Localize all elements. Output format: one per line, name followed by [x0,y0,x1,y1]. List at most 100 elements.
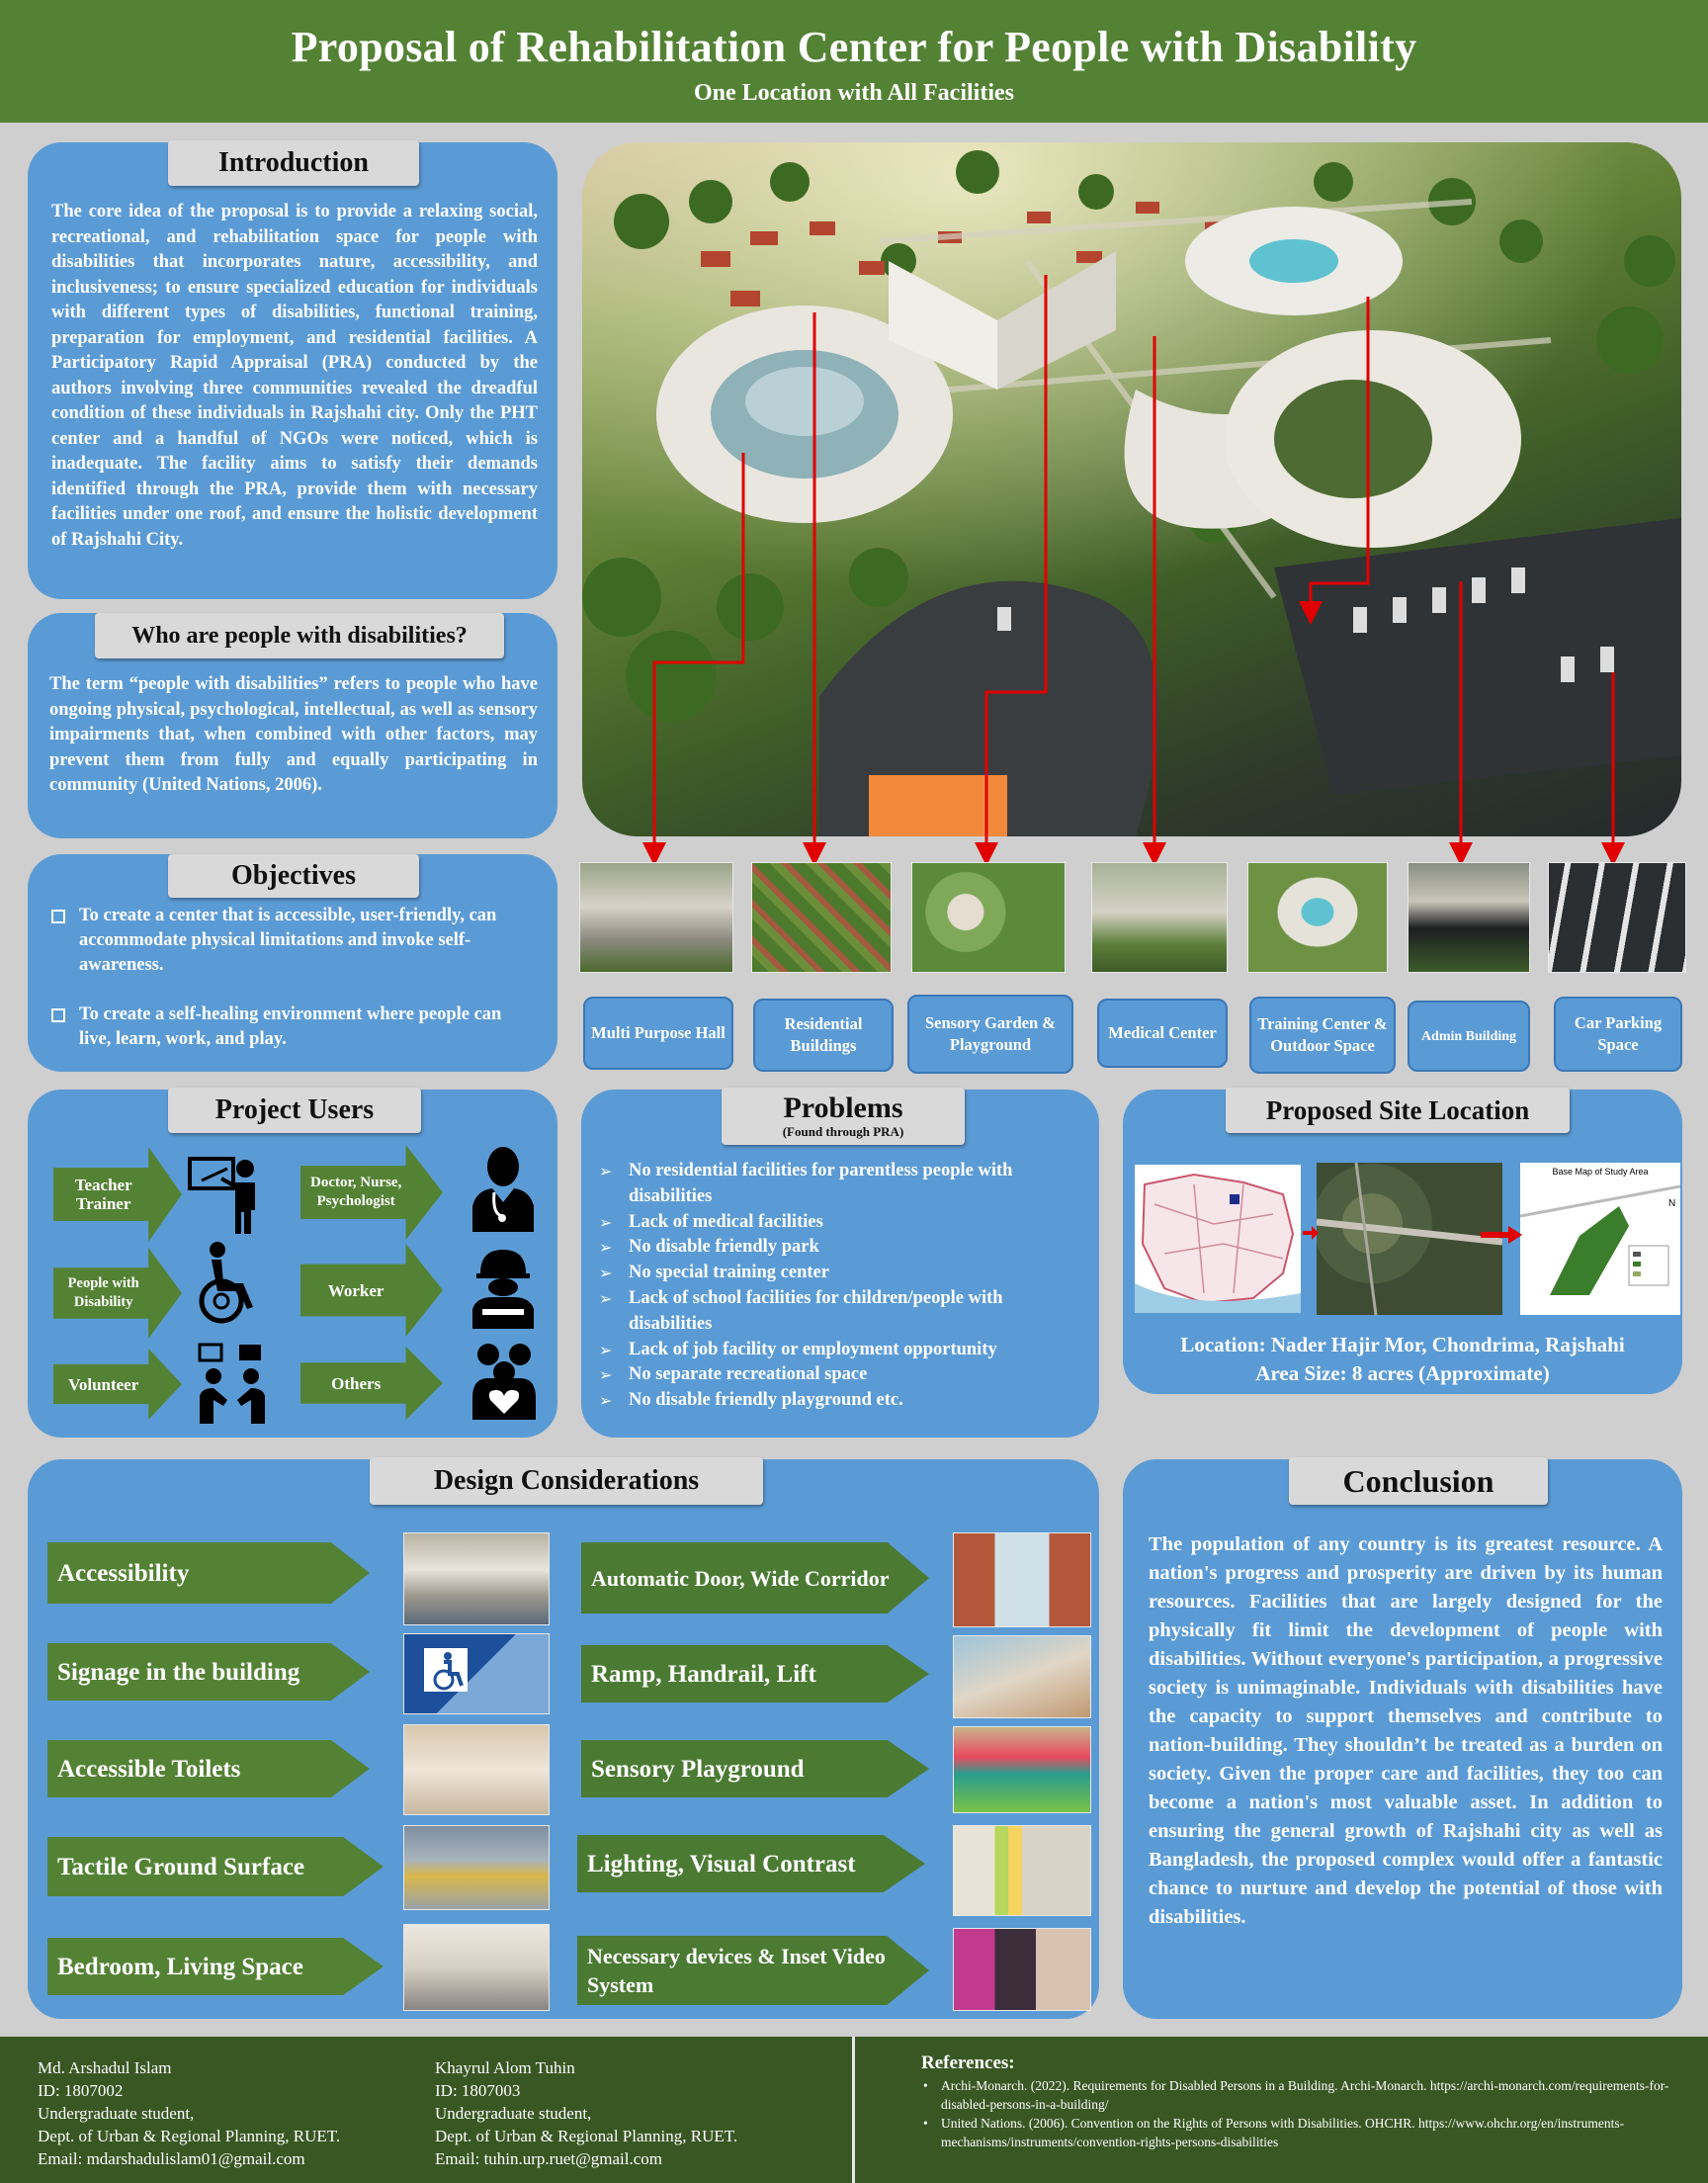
north-arrow-icon: N [1668,1198,1675,1209]
references: References: Archi-Monarch. (2022). Requi… [921,2052,1692,2151]
who-title: Who are people with disabilities? [95,613,504,658]
facility-label-residential: Residential Buildings [753,999,894,1072]
red-arrow-icon [1481,1226,1522,1244]
design-item-lighting: Lighting, Visual Contrast [577,1835,925,1892]
design-photo-bedroom [403,1924,550,2011]
wheelchair-icon [199,1242,253,1324]
community-icon [472,1344,536,1420]
problem-item: ➢No residential facilities for parentles… [599,1161,1013,1206]
red-arrow-icon [1303,1226,1319,1240]
problem-item: ➢Lack of medical facilities [599,1210,1077,1236]
author-2: Khayrul Alom Tuhin ID: 1807003 Undergrad… [435,2056,737,2170]
site-location-text: Location: Nader Hajir Mor, Chondrima, Ra… [1180,1333,1625,1356]
callout-sensory-garden [975,275,1048,866]
doctor-icon [472,1147,534,1232]
problems-title: Problems [783,1092,903,1124]
poster-subtitle: One Location with All Facilities [694,80,1014,106]
facility-photo-training [1247,862,1388,973]
conclusion-panel [1123,1459,1682,2019]
objective-item: To create a center that is accessible, u… [49,904,538,978]
arrow-bullet-icon: ➢ [599,1212,613,1232]
design-photo-signage [403,1633,550,1714]
author-role: Undergraduate student, [435,2104,592,2123]
arrow-bullet-icon: ➢ [599,1288,613,1308]
who-text: The term “people with disabilities” refe… [49,674,538,795]
problems-title-box: Problems (Found through PRA) [722,1088,965,1145]
references-title: References: [921,2052,1015,2073]
author-name: Md. Arshadul Islam [38,2058,172,2077]
poster-header: Proposal of Rehabilitation Center for Pe… [0,0,1708,123]
design-item-devices: Necessary devices & Inset Video System [577,1936,929,2005]
problems-panel [581,1090,1099,1438]
site-location-title: Proposed Site Location [1226,1088,1570,1133]
footer-divider [852,2037,855,2183]
design-photo-sensory-playground [953,1726,1091,1813]
facility-label-multi-purpose-hall: Multi Purpose Hall [583,997,733,1070]
arrow-bullet-icon: ➢ [599,1340,613,1359]
design-considerations-title: Design Considerations [370,1457,763,1505]
author-email[interactable]: Email: tuhin.urp.ruet@gmail.com [435,2149,662,2168]
reference-item[interactable]: United Nations. (2006). Convention on th… [921,2114,1692,2151]
reference-item[interactable]: Archi-Monarch. (2022). Requirements for … [921,2076,1692,2114]
arrow-bullet-icon: ➢ [599,1365,613,1385]
author-email[interactable]: Email: mdarshadulislam01@gmail.com [38,2149,305,2168]
design-item-tactile: Tactile Ground Surface [47,1837,384,1896]
site-render-image [582,142,1681,836]
introduction-title: Introduction [168,140,419,186]
problem-item: ➢No disable friendly playground etc. [599,1388,1077,1414]
author-name: Khayrul Alom Tuhin [435,2058,575,2077]
base-map-image: Base Map of Study Area N [1520,1163,1680,1315]
worker-icon [472,1250,534,1329]
checkbox-icon [51,910,65,923]
author-1: Md. Arshadul Islam ID: 1807002 Undergrad… [38,2056,340,2170]
project-users-title: Project Users [168,1088,421,1133]
base-map-title: Base Map of Study Area [1552,1167,1649,1177]
design-item-signage: Signage in the building [47,1643,370,1701]
teacher-icon [188,1157,255,1234]
design-photo-ramp [953,1635,1091,1718]
site-area-text: Area Size: 8 acres (Approximate) [1255,1361,1550,1385]
design-photo-accessibility [403,1532,550,1625]
checkbox-icon [51,1008,65,1022]
facility-label-admin: Admin Building [1408,1001,1530,1072]
design-item-accessibility: Accessibility [47,1542,370,1604]
design-item-automatic-door: Automatic Door, Wide Corridor [581,1542,929,1614]
satellite-image [1317,1163,1502,1315]
introduction-panel [28,142,557,599]
facility-photo-admin [1408,862,1530,973]
design-photo-devices [953,1928,1091,2011]
author-dept: Dept. of Urban & Regional Planning, RUET… [435,2127,738,2145]
problem-item: ➢Lack of school facilities for children/… [599,1287,1003,1334]
conclusion-text: The population of any country is its gre… [1149,1533,1663,1928]
callout-training [1299,297,1370,625]
design-photo-tactile [403,1825,550,1910]
objectives-title: Objectives [168,854,419,898]
design-photo-toilets [403,1724,550,1815]
design-item-toilets: Accessible Toilets [47,1740,370,1797]
facility-label-parking: Car Parking Space [1554,997,1682,1072]
design-item-bedroom: Bedroom, Living Space [47,1938,384,1995]
problem-item: ➢Lack of job facility or employment oppo… [599,1338,1077,1363]
facility-photo-sensory-garden [911,862,1066,973]
objective-item: To create a self-healing environment whe… [49,1003,538,1052]
problem-item: ➢No disable friendly park [599,1235,1077,1261]
introduction-text: The core idea of the proposal is to prov… [51,202,538,550]
problem-item: ➢No separate recreational space [599,1362,1077,1388]
facility-photo-residential [751,862,892,973]
city-map-image [1135,1165,1301,1313]
design-photo-lighting [953,1825,1091,1916]
conclusion-title: Conclusion [1289,1457,1548,1505]
arrow-bullet-icon: ➢ [599,1264,613,1283]
design-item-ramp: Ramp, Handrail, Lift [581,1645,929,1703]
problems-list: ➢No residential facilities for parentles… [599,1159,1077,1414]
design-photo-automatic-door [953,1532,1091,1627]
author-dept: Dept. of Urban & Regional Planning, RUET… [38,2127,341,2145]
objectives-list: To create a center that is accessible, u… [49,904,538,1077]
facility-photo-parking [1548,862,1686,973]
arrow-bullet-icon: ➢ [599,1391,613,1411]
facility-label-training: Training Center & Outdoor Space [1249,997,1396,1074]
design-item-sensory-playground: Sensory Playground [581,1740,929,1797]
arrow-bullet-icon: ➢ [599,1238,613,1258]
facility-label-sensory-garden: Sensory Garden & Playground [907,995,1073,1074]
